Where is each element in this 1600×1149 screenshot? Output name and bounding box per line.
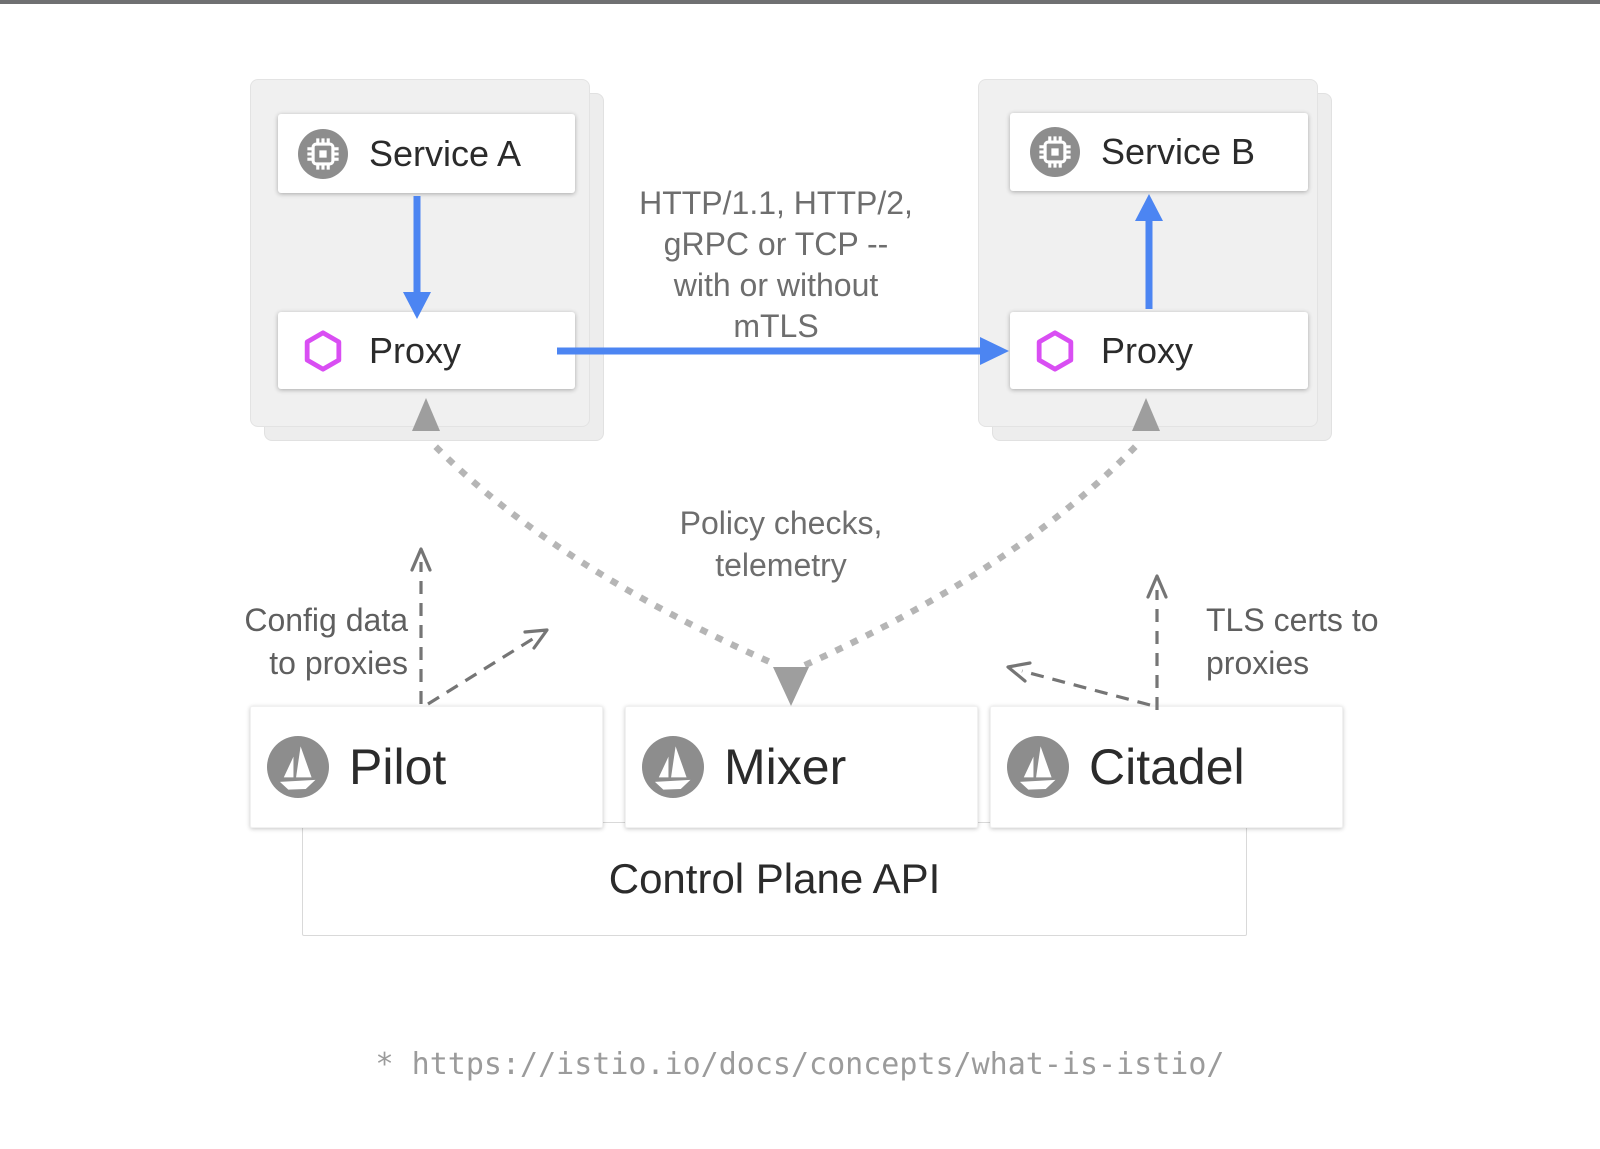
proxy-a-node: Proxy xyxy=(278,312,575,389)
arrowhead-down-mixer xyxy=(773,667,809,706)
control-plane-api-node: Control Plane API xyxy=(302,822,1247,936)
arrowhead-pilot-diagonal xyxy=(523,628,549,650)
tls-certs-label: TLS certs to proxies xyxy=(1206,602,1379,681)
control-plane-api-label: Control Plane API xyxy=(608,855,941,902)
proxy-b-label: Proxy xyxy=(1101,329,1194,371)
pilot-label: Pilot xyxy=(349,739,447,795)
pilot-node: Pilot xyxy=(250,706,603,828)
window-top-border xyxy=(0,0,1600,4)
service-a-label: Service A xyxy=(369,132,522,174)
istio-sail-icon xyxy=(1007,736,1069,798)
mixer-label: Mixer xyxy=(724,739,847,795)
config-data-label: Config data to proxies xyxy=(244,602,408,681)
proxy-a-label: Proxy xyxy=(369,329,462,371)
policy-checks-label: Policy checks, telemetry xyxy=(679,505,883,583)
edge-citadel-diagonal xyxy=(1021,669,1151,707)
arrowhead-citadel-up xyxy=(1146,574,1168,599)
arrowhead-pilot-up xyxy=(410,547,432,572)
source-citation: * https://istio.io/docs/concepts/what-is… xyxy=(375,1047,1225,1082)
envoy-hexagon-icon xyxy=(1030,326,1080,376)
microchip-icon xyxy=(298,129,348,179)
microchip-icon xyxy=(1030,127,1080,177)
envoy-hexagon-icon xyxy=(298,326,348,376)
istio-sail-icon xyxy=(642,736,704,798)
edge-pilot-diagonal xyxy=(427,633,540,706)
citadel-node: Citadel xyxy=(990,706,1343,828)
service-b-node: Service B xyxy=(1010,113,1308,191)
service-a-node: Service A xyxy=(278,114,575,193)
traffic-protocol-label: HTTP/1.1, HTTP/2, gRPC or TCP -- with or… xyxy=(639,185,913,344)
istio-sail-icon xyxy=(267,736,329,798)
proxy-b-node: Proxy xyxy=(1010,312,1308,389)
service-b-label: Service B xyxy=(1101,131,1256,172)
arrowhead-citadel-diagonal xyxy=(1006,661,1032,683)
citadel-label: Citadel xyxy=(1089,739,1245,795)
mixer-node: Mixer xyxy=(625,706,978,828)
